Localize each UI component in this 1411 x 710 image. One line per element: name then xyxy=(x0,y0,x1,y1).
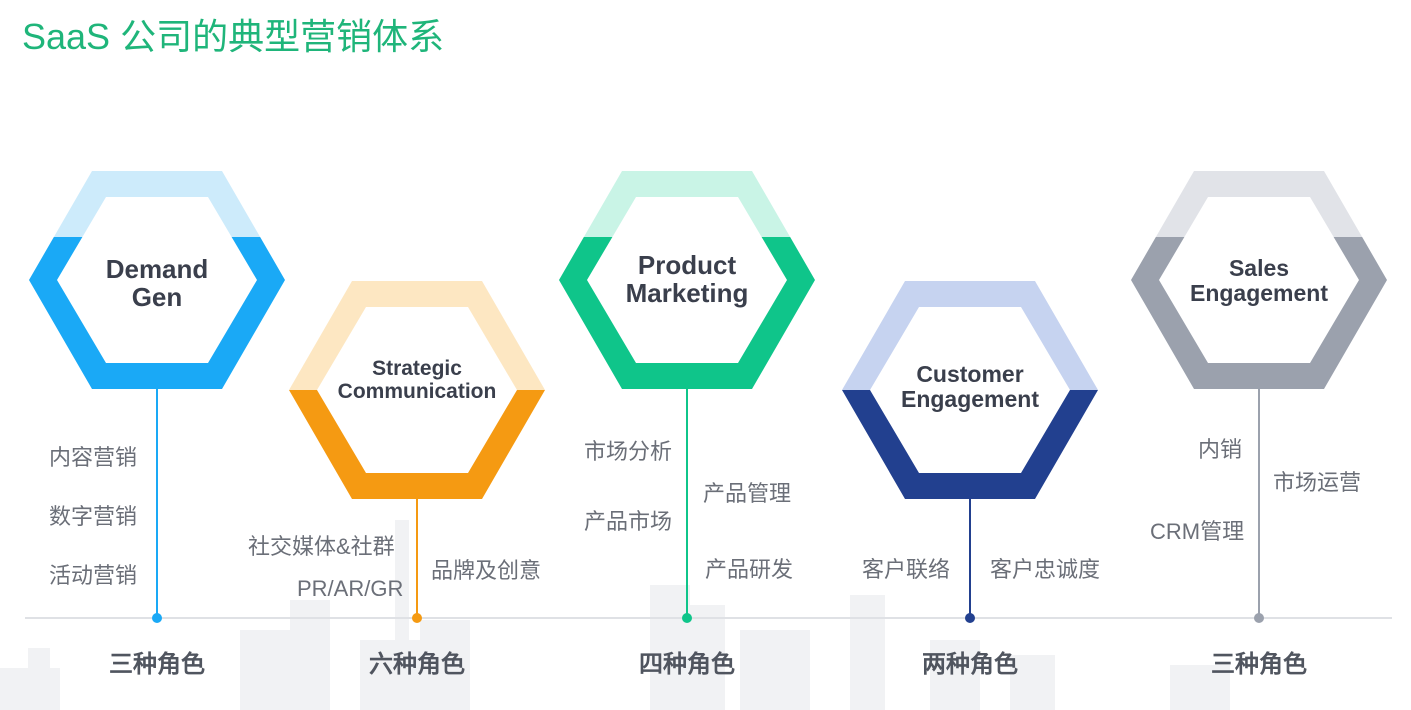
role-label: PR/AR/GR xyxy=(297,576,404,601)
role-label: CRM管理 xyxy=(1150,519,1245,544)
hexagon-sales-engagement: Sales Engagement xyxy=(1131,171,1387,389)
hexagon-label-line2: Gen xyxy=(132,282,183,312)
timeline-dot xyxy=(682,613,692,623)
role-count: 两种角色 xyxy=(922,651,1018,678)
hexagon-label-line2: Engagement xyxy=(901,386,1039,412)
timeline-dot xyxy=(412,613,422,623)
hexagon-customer-engagement: Customer Engagement xyxy=(842,281,1098,499)
hexagon-demand-gen: Demand Gen xyxy=(29,171,285,389)
role-label: 内容营销 xyxy=(49,445,138,470)
role-count: 三种角色 xyxy=(1211,651,1307,678)
role-label: 客户忠诚度 xyxy=(990,557,1101,582)
hexagon-label-line2: Marketing xyxy=(626,278,749,308)
hexagon-label-line1: Customer xyxy=(916,361,1023,387)
hexagon-label-line2: Engagement xyxy=(1190,280,1328,306)
skyline-background xyxy=(0,520,1230,710)
role-label: 内销 xyxy=(1198,437,1243,462)
role-label: 产品管理 xyxy=(703,481,792,506)
role-label: 产品市场 xyxy=(584,509,673,534)
timeline-dot xyxy=(965,613,975,623)
role-label: 产品研发 xyxy=(705,557,794,582)
hexagon-product-marketing: Product Marketing xyxy=(559,171,815,389)
role-count: 三种角色 xyxy=(109,651,205,678)
role-label: 数字营销 xyxy=(49,504,138,529)
hexagon-label-line2: Communication xyxy=(338,380,497,403)
page-title: SaaS 公司的典型营销体系 xyxy=(22,16,445,57)
role-label: 市场分析 xyxy=(584,439,673,464)
role-count: 四种角色 xyxy=(639,651,735,678)
role-count: 六种角色 xyxy=(369,651,465,678)
role-label: 活动营销 xyxy=(49,563,138,588)
hexagon-label-line1: Strategic xyxy=(372,357,462,380)
hexagon-label-line1: Sales xyxy=(1229,255,1289,281)
role-label: 市场运营 xyxy=(1273,470,1362,495)
role-label: 客户联络 xyxy=(862,557,951,582)
timeline-dot xyxy=(152,613,162,623)
role-label: 品牌及创意 xyxy=(431,558,542,583)
role-label: 社交媒体&社群 xyxy=(248,534,395,559)
hexagon-strategic-communication: Strategic Communication xyxy=(289,281,545,499)
hexagon-label-line1: Product xyxy=(638,250,737,280)
hexagon-label-line1: Demand xyxy=(106,254,209,284)
timeline-dot xyxy=(1254,613,1264,623)
